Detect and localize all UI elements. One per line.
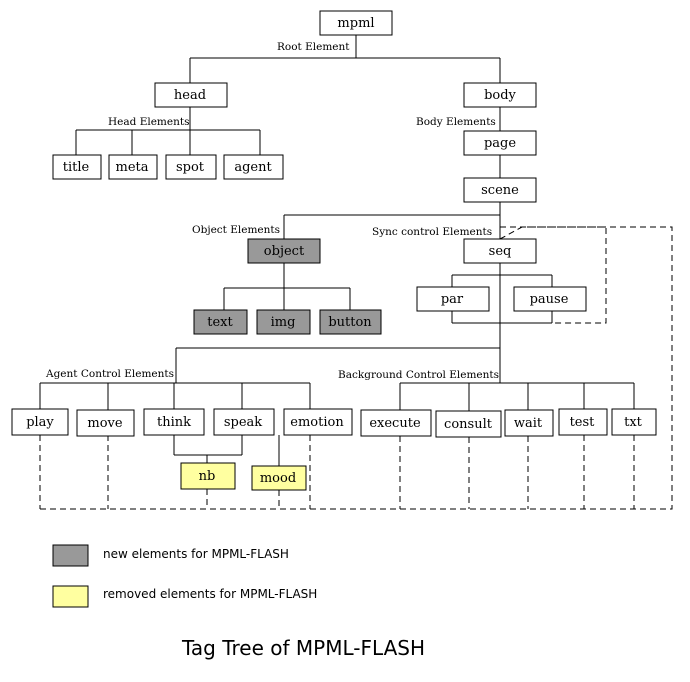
label-object-elements: Object Elements bbox=[192, 224, 280, 236]
label-root-element: Root Element bbox=[277, 41, 350, 53]
node-meta: meta bbox=[108, 154, 158, 180]
node-head-label: head bbox=[174, 88, 206, 103]
node-meta-label: meta bbox=[116, 160, 149, 175]
legend-swatch-new bbox=[52, 544, 89, 567]
node-execute-label: execute bbox=[369, 416, 421, 431]
node-mood-label: mood bbox=[260, 471, 296, 486]
node-play: play bbox=[11, 408, 69, 436]
node-text: text bbox=[193, 309, 248, 335]
node-spot: spot bbox=[165, 154, 217, 180]
legend: new elements for MPML-FLASH removed elem… bbox=[52, 544, 317, 608]
node-speak-label: speak bbox=[224, 415, 262, 430]
node-mpml: mpml bbox=[319, 10, 393, 36]
node-play-label: play bbox=[26, 415, 54, 430]
node-speak: speak bbox=[213, 408, 275, 436]
node-body-label: body bbox=[484, 88, 516, 103]
node-body: body bbox=[463, 82, 537, 108]
node-mpml-label: mpml bbox=[337, 16, 374, 31]
node-button: button bbox=[319, 309, 382, 335]
node-text-label: text bbox=[207, 315, 233, 330]
node-txt-label: txt bbox=[624, 415, 643, 430]
node-spot-label: spot bbox=[176, 160, 205, 175]
node-emotion: emotion bbox=[283, 408, 353, 436]
label-body-elements: Body Elements bbox=[416, 116, 496, 128]
node-nb: nb bbox=[180, 462, 236, 490]
node-mood: mood bbox=[251, 465, 307, 491]
node-par-label: par bbox=[441, 292, 464, 307]
node-agent: agent bbox=[223, 154, 284, 180]
label-sync-control-elements: Sync control Elements bbox=[372, 226, 492, 238]
label-agent-control-elements: Agent Control Elements bbox=[45, 368, 174, 380]
node-consult-label: consult bbox=[444, 417, 493, 432]
node-emotion-label: emotion bbox=[290, 415, 344, 430]
node-img-label: img bbox=[271, 315, 296, 330]
label-background-control-elements: Background Control Elements bbox=[338, 369, 499, 381]
node-seq: seq bbox=[463, 238, 537, 264]
node-scene-label: scene bbox=[481, 183, 519, 198]
node-think: think bbox=[143, 408, 205, 436]
node-consult: consult bbox=[435, 410, 502, 438]
node-title-label: title bbox=[63, 160, 90, 175]
node-test-label: test bbox=[570, 415, 596, 430]
label-head-elements: Head Elements bbox=[108, 116, 189, 128]
node-move-label: move bbox=[87, 416, 122, 431]
node-par: par bbox=[416, 286, 490, 312]
node-page-label: page bbox=[484, 136, 516, 151]
node-nb-label: nb bbox=[199, 469, 216, 484]
node-txt: txt bbox=[611, 408, 657, 436]
node-think-label: think bbox=[157, 415, 191, 430]
legend-swatch-removed bbox=[52, 585, 89, 608]
node-execute: execute bbox=[360, 409, 432, 437]
node-object-label: object bbox=[264, 244, 305, 259]
node-test: test bbox=[558, 408, 608, 436]
legend-label-new: new elements for MPML-FLASH bbox=[103, 547, 289, 561]
node-img: img bbox=[256, 309, 311, 335]
node-wait: wait bbox=[504, 409, 554, 437]
node-seq-label: seq bbox=[489, 244, 512, 259]
node-move: move bbox=[76, 409, 135, 437]
tree-connectors bbox=[39, 35, 635, 466]
node-pause-label: pause bbox=[530, 292, 569, 307]
node-wait-label: wait bbox=[514, 416, 543, 431]
node-scene: scene bbox=[463, 177, 537, 203]
node-title: title bbox=[52, 154, 102, 180]
node-button-label: button bbox=[328, 315, 372, 330]
node-page: page bbox=[463, 130, 537, 156]
node-agent-label: agent bbox=[234, 160, 272, 175]
legend-label-removed: removed elements for MPML-FLASH bbox=[103, 587, 317, 601]
node-object: object bbox=[247, 238, 321, 264]
dashed-connectors bbox=[39, 226, 673, 510]
node-head: head bbox=[154, 82, 228, 108]
diagram-caption: Tag Tree of MPML-FLASH bbox=[181, 636, 425, 660]
node-pause: pause bbox=[513, 286, 587, 312]
group-labels: Root Element Head Elements Body Elements… bbox=[45, 41, 499, 381]
